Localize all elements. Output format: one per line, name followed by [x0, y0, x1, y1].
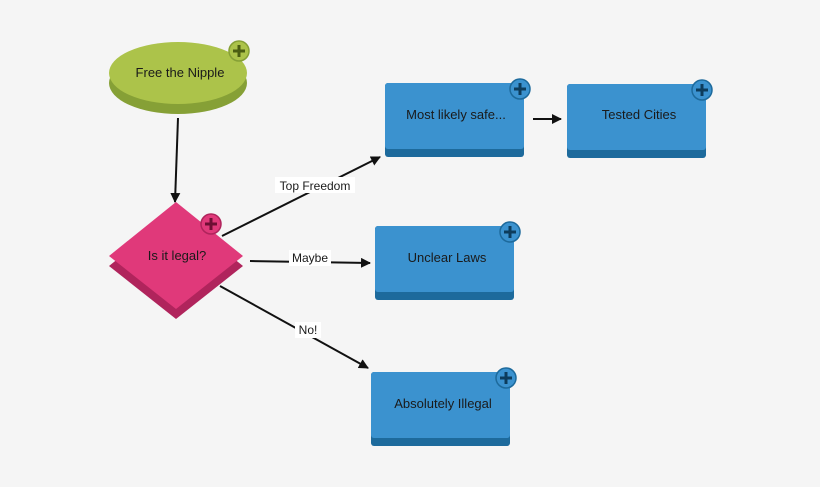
start-node[interactable]: Free the Nipple: [109, 42, 247, 114]
plus-icon: [205, 218, 217, 230]
start-node-label: Free the Nipple: [136, 65, 225, 80]
edge-label-top-freedom-text: Top Freedom: [280, 179, 351, 193]
decision-node-body: [109, 202, 243, 309]
plus-icon: [696, 84, 708, 96]
plus-icon: [514, 83, 526, 95]
start-node-body: [109, 42, 247, 104]
box-most-likely-safe[interactable]: Most likely safe...: [385, 83, 524, 157]
edge-decision-to-most-likely-safe[interactable]: [221, 156, 381, 237]
plus-icon: [500, 372, 512, 384]
decision-node-label: Is it legal?: [148, 248, 207, 263]
start-node-add-button[interactable]: [228, 40, 250, 62]
box-unclear-laws[interactable]: Unclear Laws: [375, 226, 514, 300]
edge-label-no[interactable]: No!: [295, 322, 321, 338]
box-most-likely-safe-add-button[interactable]: [509, 78, 531, 100]
decision-node-add-button[interactable]: [200, 213, 222, 235]
edge-label-maybe[interactable]: Maybe: [289, 250, 331, 266]
edge-decision-to-absolutely-illegal[interactable]: [219, 285, 369, 369]
decision-node[interactable]: Is it legal?: [109, 202, 243, 319]
box-tested-cities[interactable]: Tested Cities: [567, 84, 706, 158]
edge-start-to-decision[interactable]: [170, 117, 181, 203]
box-absolutely-illegal-add-button[interactable]: [495, 367, 517, 389]
box-unclear-laws-label: Unclear Laws: [408, 250, 487, 265]
plus-icon: [504, 226, 516, 238]
box-tested-cities-add-button[interactable]: [691, 79, 713, 101]
box-unclear-laws-add-button[interactable]: [499, 221, 521, 243]
box-absolutely-illegal-label: Absolutely Illegal: [394, 396, 492, 411]
plus-icon: [233, 45, 245, 57]
box-tested-cities-label: Tested Cities: [602, 107, 677, 122]
edge-label-top-freedom[interactable]: Top Freedom: [275, 177, 355, 193]
box-absolutely-illegal[interactable]: Absolutely Illegal: [371, 372, 510, 446]
edge-label-no-text: No!: [299, 323, 318, 337]
box-most-likely-safe-label: Most likely safe...: [406, 107, 506, 122]
edge-label-maybe-text: Maybe: [292, 251, 328, 265]
